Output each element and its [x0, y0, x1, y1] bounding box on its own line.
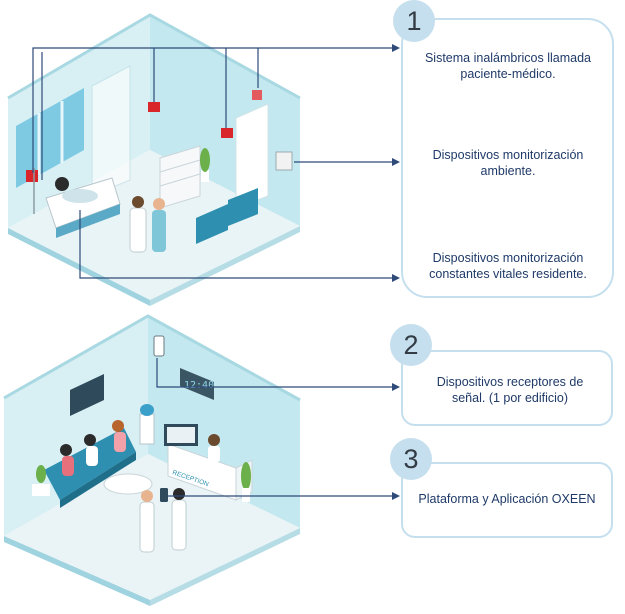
step-badge-2: 2	[390, 324, 432, 366]
arrowheads	[392, 44, 400, 500]
sensor-icon	[252, 90, 262, 100]
reception-room-illustration: 12:40 RECEPTION	[3, 314, 301, 606]
callout-box-1	[401, 18, 614, 298]
callout-1-item-2: Dispositivos monitorización ambiente.	[432, 148, 584, 178]
callout-1-item-1: Sistema inalámbricos llamada paciente-mé…	[424, 51, 592, 81]
step-badge-1: 1	[393, 0, 435, 42]
call-device-icon	[148, 102, 160, 112]
call-device-icon	[221, 128, 233, 138]
clock-display: 12:40	[184, 380, 214, 391]
callout-box-2	[401, 350, 613, 426]
patient-room-illustration	[7, 13, 301, 306]
call-device-icon	[26, 170, 38, 182]
callout-3-item-1: Plataforma y Aplicación OXEEN	[418, 492, 596, 506]
connectors	[32, 47, 392, 497]
callout-box-3	[401, 462, 613, 538]
receiver-icon	[153, 335, 165, 357]
phone-icon	[160, 488, 168, 502]
callout-1-item-3: Dispositivos monitorización constantes v…	[429, 251, 587, 281]
step-badge-3: 3	[390, 438, 432, 480]
callout-2-item-1: Dispositivos receptores de señal. (1 por…	[436, 375, 584, 405]
